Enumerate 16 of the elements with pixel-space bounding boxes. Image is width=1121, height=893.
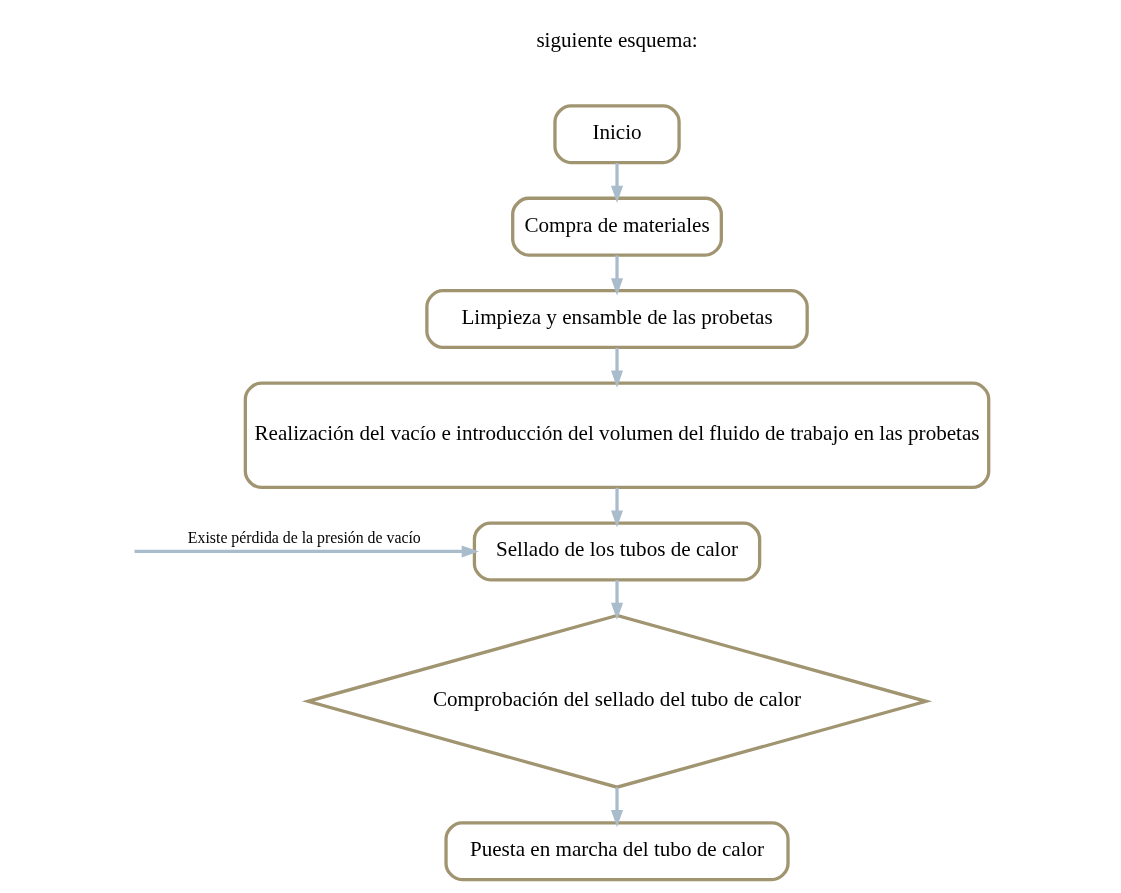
arrow xyxy=(610,347,623,388)
node-box: Compra de materiales xyxy=(510,196,723,257)
edge-label: Existe pérdida de la presión de vacío xyxy=(187,529,421,547)
arrow xyxy=(610,487,623,528)
arrow xyxy=(610,787,623,828)
node-diamond: Comprobación del sellado del tubo de calor xyxy=(301,613,932,789)
label: siguiente esquema: xyxy=(535,27,698,52)
arrow xyxy=(610,255,623,296)
arrow xyxy=(610,162,623,204)
arrow xyxy=(134,545,479,558)
node-box: Realización del vacío e introducción del volumen del fluido de trabajo en las probetas xyxy=(243,381,990,490)
arrow xyxy=(610,580,623,620)
node-box: Inicio xyxy=(552,104,681,165)
node-box: Limpieza y ensamble de las probetas xyxy=(424,289,809,350)
node-box: Sellado de los tubos de calor xyxy=(472,521,761,582)
node-box: Puesta en marcha del tubo de calor xyxy=(443,821,790,882)
